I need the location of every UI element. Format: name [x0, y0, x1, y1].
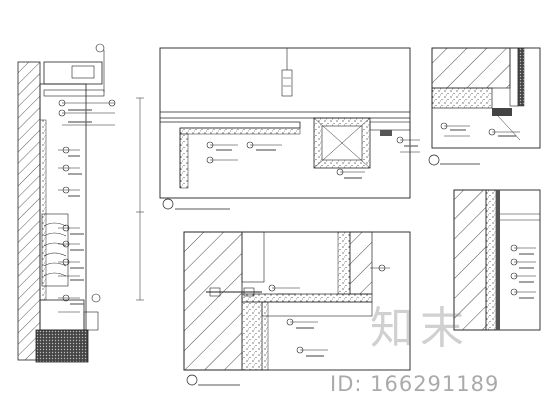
left-elevation — [17, 43, 144, 363]
top-right-detail — [428, 47, 541, 166]
watermark-logo: 知末 — [370, 303, 470, 354]
top-middle-section — [159, 47, 420, 210]
watermark-id: ID: 166291189 — [330, 372, 500, 396]
bottom-middle-section — [183, 231, 411, 386]
bottom-right-detail — [453, 189, 541, 331]
